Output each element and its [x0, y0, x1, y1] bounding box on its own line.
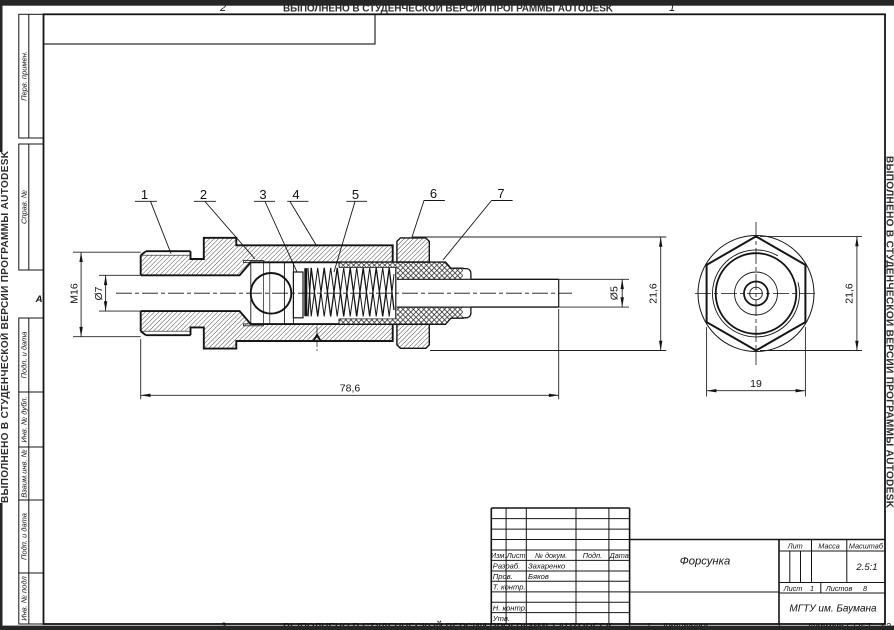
- svg-text:Масса: Масса: [818, 542, 840, 551]
- svg-text:2.5:1: 2.5:1: [855, 562, 877, 573]
- svg-text:МГТУ им. Баумана: МГТУ им. Баумана: [789, 604, 877, 615]
- svg-text:Справ. №: Справ. №: [20, 190, 29, 224]
- svg-text:2: 2: [219, 2, 226, 14]
- svg-text:3: 3: [259, 187, 266, 202]
- svg-text:Форсунка: Форсунка: [680, 556, 731, 568]
- svg-text:6: 6: [430, 186, 437, 201]
- svg-text:Подп.: Подп.: [583, 551, 602, 560]
- svg-text:M16: M16: [69, 283, 81, 304]
- svg-text:Т. контр.: Т. контр.: [493, 583, 526, 592]
- svg-text:Захаренко: Захаренко: [528, 562, 565, 571]
- svg-text:21,6: 21,6: [844, 283, 856, 304]
- svg-text:А: А: [35, 294, 43, 305]
- svg-text:3: 3: [220, 621, 227, 630]
- svg-text:1: 1: [141, 187, 148, 202]
- svg-text:Лист: Лист: [783, 584, 803, 593]
- svg-text:Инв. № подл: Инв. № подл: [20, 576, 29, 621]
- svg-text:ВЫПОЛНЕНО В СТУДЕНЧЕСКОЙ ВЕРСИ: ВЫПОЛНЕНО В СТУДЕНЧЕСКОЙ ВЕРСИИ ПРОГРАММ…: [0, 150, 11, 503]
- svg-text:Инв. № дубл.: Инв. № дубл.: [20, 396, 29, 442]
- svg-text:Бяков: Бяков: [528, 572, 549, 581]
- svg-text:Утв.: Утв.: [492, 614, 510, 623]
- svg-text:4: 4: [292, 187, 299, 202]
- svg-text:Лит: Лит: [787, 542, 803, 551]
- svg-text:Пров.: Пров.: [493, 572, 513, 581]
- svg-text:5: 5: [352, 187, 359, 202]
- svg-text:19: 19: [750, 378, 762, 390]
- svg-text:Н. контр.: Н. контр.: [493, 603, 527, 612]
- svg-text:Дата: Дата: [609, 551, 629, 560]
- svg-text:8: 8: [863, 584, 868, 593]
- svg-text:Масштаб: Масштаб: [849, 542, 884, 551]
- svg-text:Взаим.инв. №: Взаим.инв. №: [20, 449, 29, 497]
- svg-text:Ø7: Ø7: [93, 286, 105, 300]
- svg-text:ВЫПОЛНЕНО В СТУДЕНЧЕСКОЙ ВЕРСИ: ВЫПОЛНЕНО В СТУДЕНЧЕСКОЙ ВЕРСИИ ПРОГРАММ…: [283, 620, 614, 630]
- svg-text:ВЫПОЛНЕНО В СТУДЕНЧЕСКОЙ ВЕРСИ: ВЫПОЛНЕНО В СТУДЕНЧЕСКОЙ ВЕРСИИ ПРОГРАММ…: [884, 156, 894, 509]
- svg-text:Ø5: Ø5: [609, 286, 621, 300]
- svg-text:Листов: Листов: [825, 584, 853, 593]
- svg-text:Подп. и дата: Подп. и дата: [20, 513, 29, 560]
- svg-text:№ докум.: № докум.: [535, 551, 567, 560]
- svg-text:21,6: 21,6: [648, 283, 660, 304]
- svg-text:Разраб.: Разраб.: [493, 562, 520, 571]
- svg-text:Перв. примен.: Перв. примен.: [20, 51, 29, 101]
- svg-text:1: 1: [669, 2, 675, 14]
- svg-text:78,6: 78,6: [340, 383, 361, 395]
- svg-text:Изм.: Изм.: [491, 551, 507, 560]
- svg-text:1: 1: [810, 584, 814, 593]
- svg-text:2: 2: [200, 187, 207, 202]
- svg-text:Подп. и дата: Подп. и дата: [20, 332, 29, 379]
- svg-text:7: 7: [497, 186, 504, 201]
- svg-text:Лист: Лист: [506, 551, 526, 560]
